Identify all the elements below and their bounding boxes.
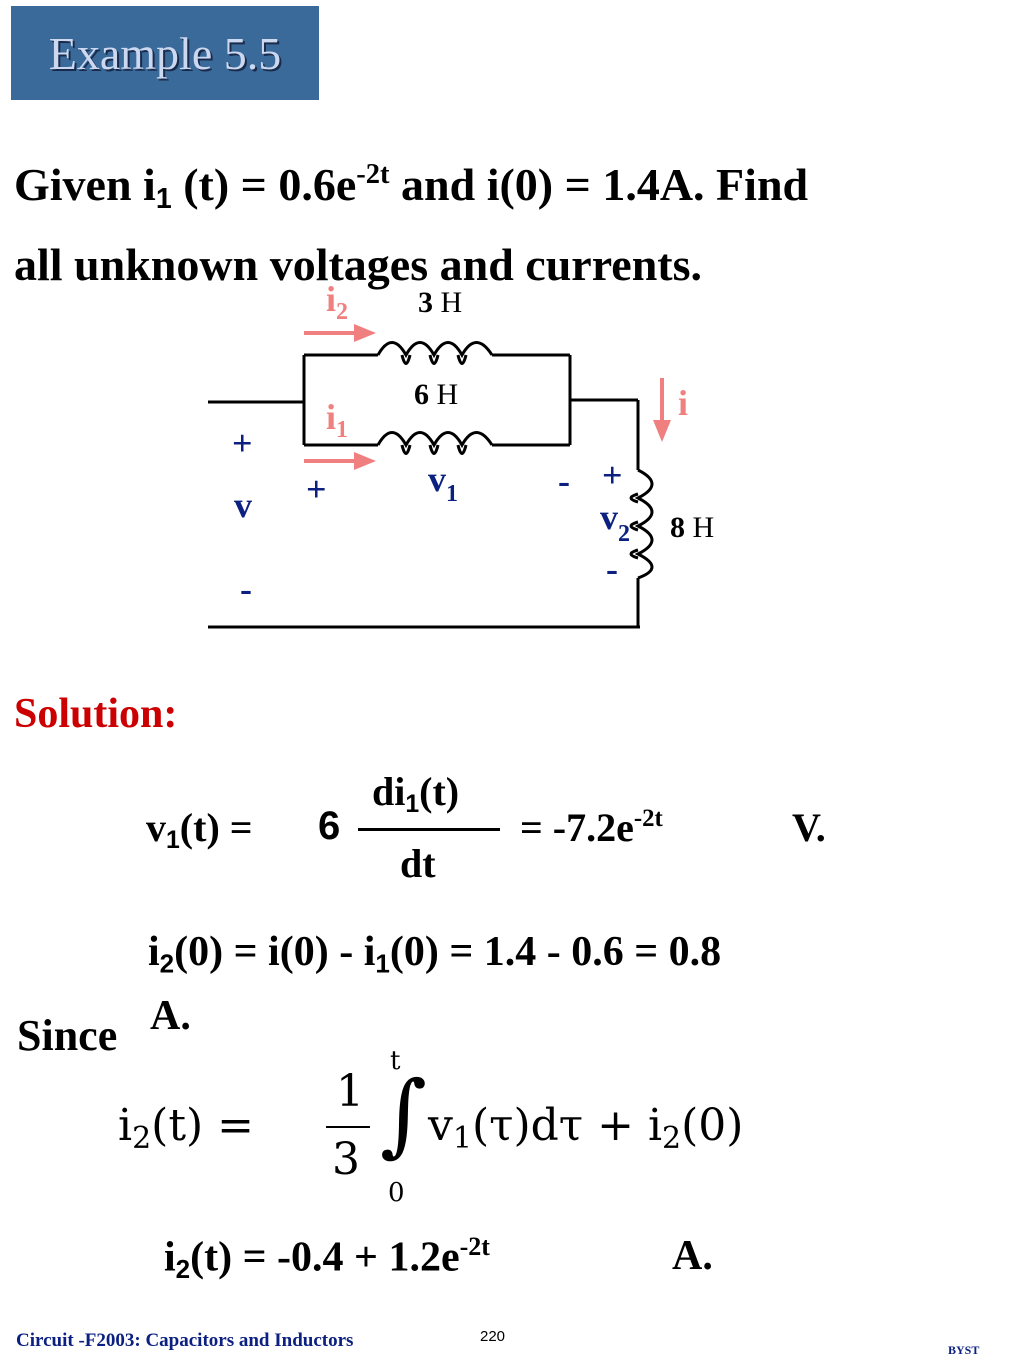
label-sub: 1 bbox=[336, 417, 349, 443]
eq-sub: 2 bbox=[159, 948, 175, 979]
eq-text: (t) = bbox=[151, 1100, 255, 1151]
equation-i2-result-unit: A. bbox=[672, 1233, 713, 1279]
eq-text: (t) bbox=[419, 769, 460, 814]
label-text: i bbox=[326, 397, 337, 437]
footer-course-title: Circuit -F2003: Capacitors and Inductors bbox=[16, 1330, 354, 1351]
minus-v2: - bbox=[606, 549, 618, 589]
integral-upper-limit: t bbox=[390, 1046, 401, 1076]
eq-text: i bbox=[148, 929, 160, 975]
equation-i2-result: i2(t) = -0.4 + 1.2e-2t bbox=[164, 1232, 490, 1285]
slide-title: Example 5.5 bbox=[48, 27, 282, 79]
inductor-value: 3 bbox=[418, 286, 433, 319]
inductor-3h bbox=[376, 341, 494, 359]
footer-author: BYST bbox=[948, 1343, 980, 1357]
inductor-value: 8 bbox=[670, 511, 685, 544]
inductor-6h-label: 6 H bbox=[414, 378, 458, 412]
eq-sub: 1 bbox=[452, 1121, 472, 1156]
eq-sub: 2 bbox=[175, 1253, 191, 1284]
footer-page-number: 220 bbox=[480, 1328, 506, 1345]
equation-v1-fraction-bar bbox=[358, 828, 500, 831]
equation-v1-lhs: v1(t) = bbox=[146, 804, 253, 855]
inductor-8h bbox=[634, 468, 654, 580]
inductor-6h bbox=[376, 431, 494, 449]
label-text: v bbox=[600, 497, 618, 537]
inductor-value: 6 bbox=[414, 378, 429, 411]
equation-i2-initial: i2(0) = i(0) - i1(0) = 1.4 - 0.6 = 0.8 bbox=[148, 928, 721, 979]
problem-text: (t) = 0.6e bbox=[171, 159, 357, 211]
eq-text: = -7.2e bbox=[520, 805, 634, 850]
inductor-3h-label: 3 H bbox=[418, 286, 462, 320]
problem-statement: Given i1 (t) = 0.6e-2t and i(0) = 1.4A. … bbox=[14, 142, 1004, 298]
eq-text: di bbox=[372, 769, 406, 814]
label-sub: 2 bbox=[336, 299, 349, 325]
equation-v1-unit: V. bbox=[792, 805, 826, 850]
eq-text: (t) = -0.4 + 1.2e bbox=[190, 1234, 460, 1281]
eq-text: v bbox=[146, 805, 166, 850]
inductor-unit: H bbox=[685, 511, 715, 544]
integral-lower-limit: 0 bbox=[388, 1178, 405, 1208]
label-text: i bbox=[326, 279, 337, 319]
problem-text: Given i bbox=[14, 159, 156, 211]
eq-text: (τ)dτ + i bbox=[471, 1100, 663, 1151]
eq-text: v bbox=[428, 1100, 453, 1151]
eq-sub: 1 bbox=[375, 948, 390, 979]
solution-heading: Solution: bbox=[14, 691, 178, 737]
label-v2: v2 bbox=[600, 496, 630, 548]
equation-i2-initial-unit: A. bbox=[150, 993, 191, 1039]
label-sub: 2 bbox=[618, 521, 630, 547]
integral-eq-lhs: i2(t) = bbox=[118, 1100, 254, 1156]
problem-line-2: all unknown voltages and currents. bbox=[14, 239, 703, 291]
equation-v1-coef: 6 bbox=[318, 804, 341, 848]
integral-body: v1(τ)dτ + i2(0) bbox=[428, 1100, 743, 1156]
inductor-unit: H bbox=[429, 378, 459, 411]
equation-v1-denominator: dt bbox=[400, 841, 436, 886]
eq-text: (0) = 1.4 - 0.6 = 0.8 bbox=[389, 929, 722, 975]
problem-text: and i(0) = 1.4A. Find bbox=[389, 159, 809, 211]
label-i2: i2 bbox=[326, 278, 348, 326]
inductor-unit: H bbox=[433, 286, 463, 319]
eq-text: (t) = bbox=[179, 805, 253, 850]
label-text: v bbox=[428, 459, 446, 499]
equation-v1-rhs: = -7.2e-2t bbox=[520, 804, 663, 851]
circuit-diagram bbox=[208, 324, 671, 629]
since-label: Since bbox=[17, 1011, 118, 1060]
eq-sub: 1 bbox=[405, 790, 420, 818]
eq-text: i bbox=[118, 1100, 133, 1151]
eq-sup: -2t bbox=[633, 805, 663, 833]
plus-v1: + bbox=[306, 469, 327, 509]
problem-sub: 1 bbox=[155, 183, 172, 216]
eq-text: i bbox=[164, 1234, 176, 1281]
minus-v: - bbox=[240, 569, 252, 609]
label-sub: 1 bbox=[446, 481, 458, 507]
integral-sign: ∫ bbox=[380, 1062, 427, 1167]
eq-sup: -2t bbox=[459, 1232, 490, 1261]
label-i: i bbox=[678, 383, 689, 423]
eq-sub: 1 bbox=[166, 826, 180, 854]
label-v: v bbox=[234, 485, 252, 525]
problem-line-1: Given i1 (t) = 0.6e-2t and i(0) = 1.4A. … bbox=[14, 142, 1004, 232]
eq-text: (0) bbox=[681, 1100, 744, 1151]
inductor-8h-label: 8 H bbox=[670, 511, 714, 545]
label-v1: v1 bbox=[428, 458, 458, 508]
minus-v1: - bbox=[558, 461, 570, 501]
eq-sub: 2 bbox=[132, 1121, 152, 1156]
eq-text: (0) = i(0) - i bbox=[174, 929, 376, 975]
equation-v1-numerator: di1(t) bbox=[372, 768, 459, 819]
plus-v: + bbox=[232, 423, 253, 463]
problem-sup: -2t bbox=[356, 159, 390, 190]
eq-sub: 2 bbox=[662, 1121, 682, 1156]
label-i1: i1 bbox=[326, 396, 348, 444]
integral-frac-den: 3 bbox=[332, 1134, 360, 1185]
integral-frac-num: 1 bbox=[336, 1066, 364, 1117]
plus-v2: + bbox=[602, 455, 623, 495]
integral-frac-bar bbox=[326, 1126, 370, 1128]
slide-title-box: Example 5.5 bbox=[11, 6, 319, 100]
